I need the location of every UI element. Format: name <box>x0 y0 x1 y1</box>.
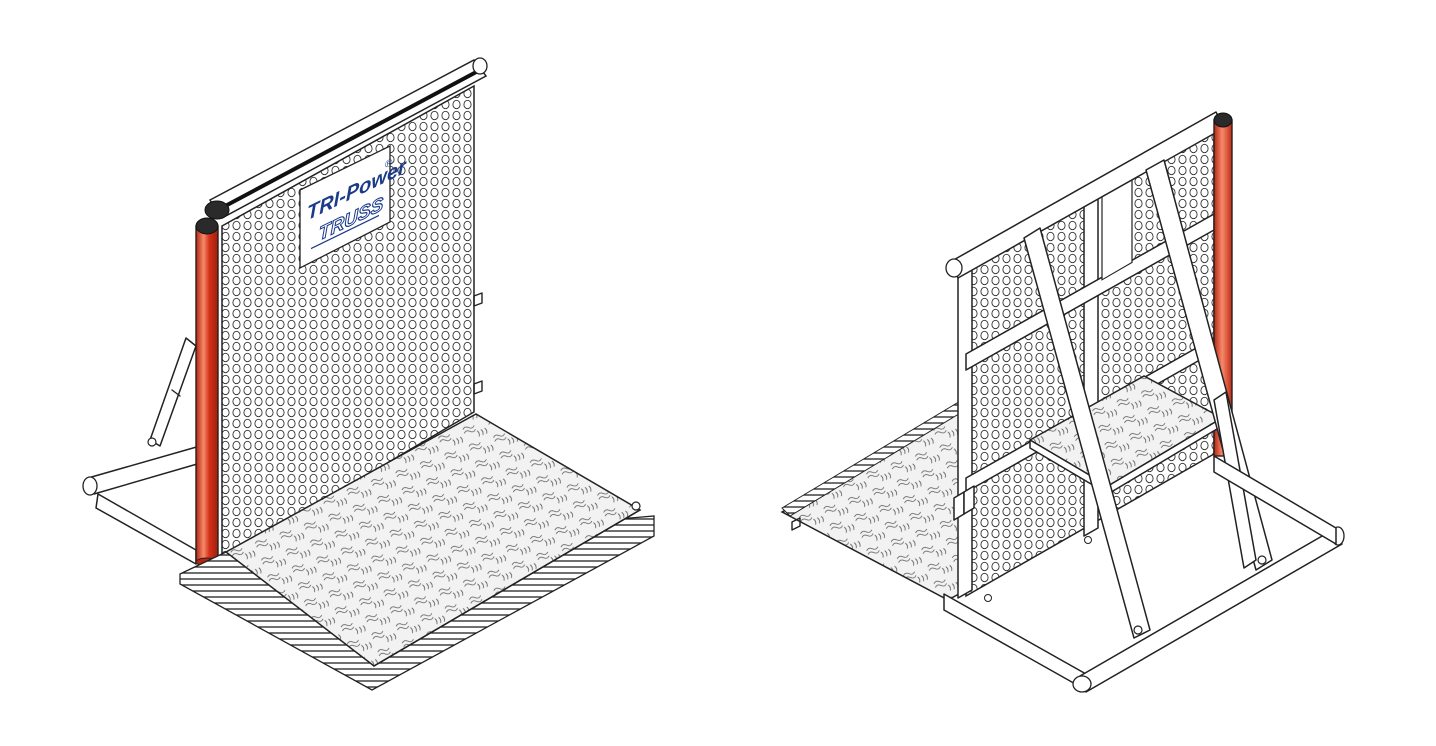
front-view: TRI-Power ® TRUSS <box>82 57 655 691</box>
red-post <box>195 217 219 567</box>
rear-view <box>780 111 1345 693</box>
perforated-panel <box>221 84 475 562</box>
top-rail <box>204 57 488 220</box>
rear-base-frame <box>943 455 1345 693</box>
base-frame <box>82 445 205 565</box>
tread-plate <box>224 413 642 667</box>
registered-mark: ® <box>385 156 393 171</box>
step-platform <box>1028 375 1224 495</box>
rear-ground-plate <box>780 399 967 601</box>
support-strut <box>147 337 197 447</box>
clamp-brackets <box>953 485 975 521</box>
